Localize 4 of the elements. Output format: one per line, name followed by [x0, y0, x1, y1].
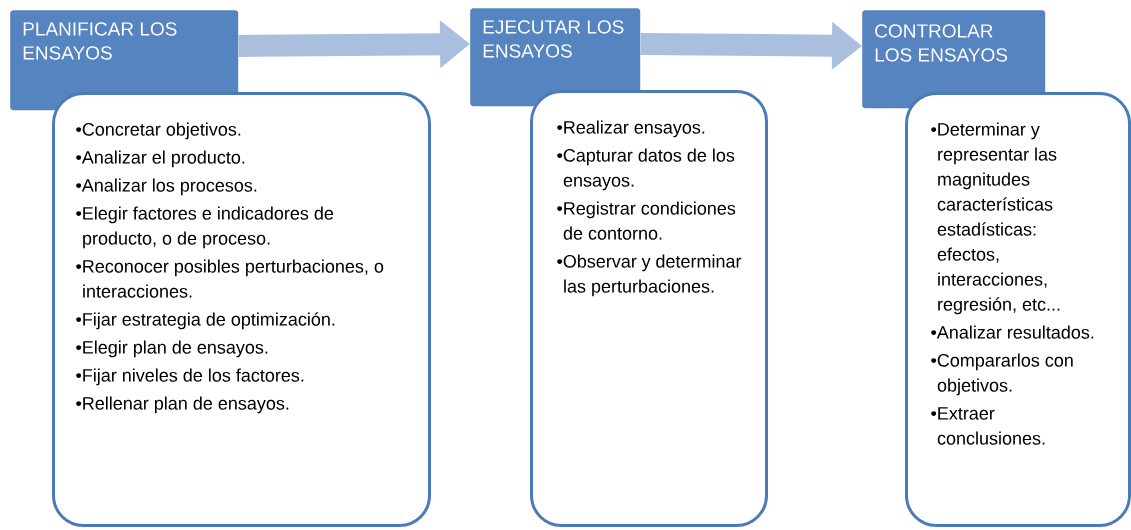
- list-card: •Realizar ensayos. •Capturar datos de los ensayos. •Registrar condiciones de contorno. •Observar y determinar las perturbaciones.: [530, 90, 768, 527]
- header-box: EJECUTAR LOS ENSAYOS: [470, 8, 641, 107]
- list-card: •Concretar objetivos. •Analizar el producto. •Analizar los procesos. •Elegir factores e indicadores de producto, o de proceso. •Reconocer posibles perturbaciones, o interacciones. •Fijar estrategia de optimización. •Elegir plan de ensayos. •Fijar niveles de los factores. •Rellenar plan de ensayos.: [52, 92, 431, 527]
- list-card: •Determinar y representar las magnitudes características estadísticas: efectos, interacciones, regresión, etc... •Analizar resultados. •Compararlos con objetivos. •Extraer conclusiones.: [905, 92, 1131, 527]
